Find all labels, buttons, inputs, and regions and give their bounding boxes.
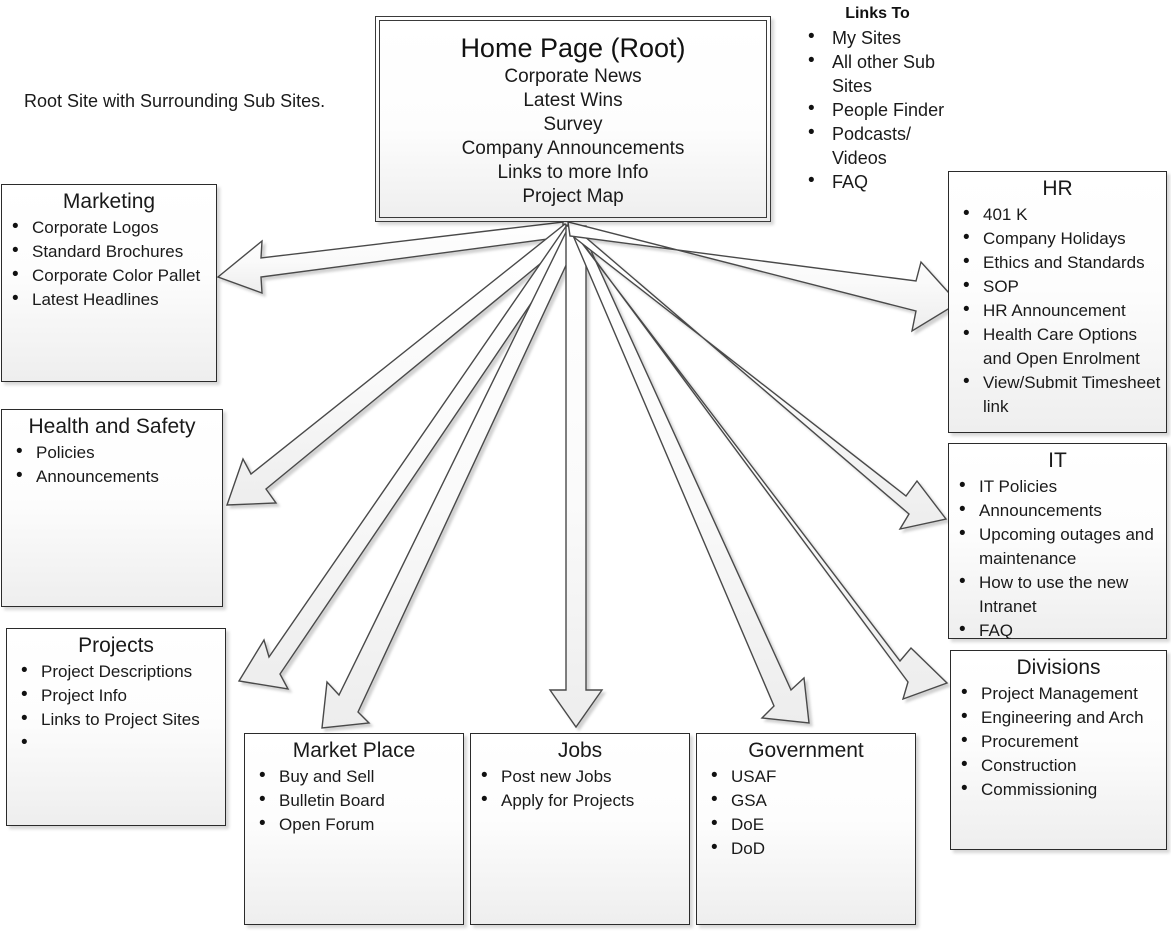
links-to-item[interactable]: People Finder	[790, 97, 965, 122]
root-line: Latest Wins	[523, 90, 623, 111]
list-item[interactable]: Commissioning	[951, 777, 1166, 802]
node-title-marketing: Marketing	[62, 190, 156, 213]
root-line: Company Announcements	[461, 138, 685, 159]
list-item[interactable]: Construction	[951, 753, 1166, 778]
node-list-projects: Project Descriptions Project Info Links …	[7, 659, 225, 755]
list-item[interactable]: GSA	[697, 788, 915, 813]
node-title-health-and-safety: Health and Safety	[28, 415, 196, 438]
list-item[interactable]: Apply for Projects	[471, 788, 689, 813]
node-title-hr: HR	[1042, 177, 1073, 200]
diagram-caption: Root Site with Surrounding Sub Sites.	[24, 91, 326, 111]
node-title-projects: Projects	[78, 634, 154, 657]
links-to-item[interactable]: All other Sub Sites	[790, 49, 965, 98]
arrow-to-government	[567, 224, 810, 724]
node-title-it: IT	[1048, 449, 1067, 472]
arrow-to-projects	[237, 223, 579, 690]
list-item[interactable]: Corporate Logos	[2, 215, 216, 240]
node-divisions[interactable]: Divisions Project Management Engineering…	[950, 650, 1167, 850]
list-item[interactable]: Corporate Color Pallet	[2, 263, 216, 288]
arrow-to-divisions	[569, 225, 949, 701]
node-health-and-safety[interactable]: Health and Safety Policies Announcements	[1, 409, 223, 607]
list-item[interactable]: Project Management	[951, 681, 1166, 706]
arrow-to-hr	[567, 221, 960, 333]
node-home-page-root-inner: Home Page (Root) Corporate News Latest W…	[379, 20, 767, 218]
node-list-government: USAF GSA DoE DoD	[697, 764, 915, 861]
node-home-page-root[interactable]: Home Page (Root) Corporate News Latest W…	[375, 16, 771, 222]
list-item[interactable]: IT Policies	[949, 474, 1166, 499]
node-title-divisions: Divisions	[1016, 656, 1101, 679]
root-line: Corporate News	[504, 66, 642, 87]
list-item[interactable]: FAQ	[949, 618, 1166, 643]
links-to-list: My Sites All other Sub Sites People Find…	[790, 25, 965, 194]
list-item[interactable]: DoE	[697, 812, 915, 837]
arrow-to-marketing	[216, 221, 564, 295]
arrow-to-it	[568, 221, 948, 531]
list-item[interactable]: Project Descriptions	[7, 659, 225, 684]
root-line: Project Map	[522, 186, 624, 207]
node-government[interactable]: Government USAF GSA DoE DoD	[696, 733, 916, 925]
arrow-to-jobs	[548, 225, 604, 729]
list-item[interactable]: Announcements	[2, 464, 222, 489]
arrow-to-health-safety	[226, 223, 575, 506]
list-item[interactable]: Policies	[2, 440, 222, 465]
list-item[interactable]: HR Announcement	[949, 298, 1166, 323]
list-item[interactable]: SOP	[949, 274, 1166, 299]
node-list-marketing: Corporate Logos Standard Brochures Corpo…	[2, 215, 216, 312]
node-list-it: IT Policies Announcements Upcoming outag…	[949, 474, 1166, 643]
list-item[interactable]: 401 K	[949, 202, 1166, 227]
list-item[interactable]: Open Forum	[245, 812, 463, 837]
list-item[interactable]: Ethics and Standards	[949, 250, 1166, 275]
node-title-government: Government	[748, 739, 864, 762]
list-item[interactable]: Post new Jobs	[471, 764, 689, 789]
list-item[interactable]: Latest Headlines	[2, 287, 216, 312]
list-item[interactable]: Health Care Options and Open Enrolment	[949, 322, 1166, 371]
node-list-divisions: Project Management Engineering and Arch …	[951, 681, 1166, 802]
root-line: Links to more Info	[497, 162, 649, 183]
node-list-health-and-safety: Policies Announcements	[2, 440, 222, 489]
list-item[interactable]: Upcoming outages and maintenance	[949, 522, 1166, 571]
node-title-market-place: Market Place	[292, 739, 416, 762]
links-to-item[interactable]: Podcasts/ Videos	[790, 121, 965, 170]
node-marketing[interactable]: Marketing Corporate Logos Standard Broch…	[1, 184, 217, 382]
list-item[interactable]: Bulletin Board	[245, 788, 463, 813]
node-it[interactable]: IT IT Policies Announcements Upcoming ou…	[948, 443, 1167, 642]
node-market-place[interactable]: Market Place Buy and Sell Bulletin Board…	[244, 733, 464, 925]
list-item[interactable]: DoD	[697, 836, 915, 861]
links-to-title: Links To	[845, 5, 910, 22]
node-hr[interactable]: HR 401 K Company Holidays Ethics and Sta…	[948, 171, 1167, 433]
links-to-item[interactable]: My Sites	[790, 25, 965, 50]
node-title-home-page: Home Page (Root)	[460, 33, 686, 63]
list-item[interactable]: Procurement	[951, 729, 1166, 754]
list-item[interactable]: How to use the new Intranet	[949, 570, 1166, 619]
node-list-market-place: Buy and Sell Bulletin Board Open Forum	[245, 764, 463, 837]
list-item[interactable]: Announcements	[949, 498, 1166, 523]
links-to-group: Links To My Sites All other Sub Sites Pe…	[790, 4, 965, 194]
node-projects[interactable]: Projects Project Descriptions Project In…	[6, 628, 226, 826]
list-item[interactable]: View/Submit Timesheet link	[949, 370, 1166, 419]
root-line: Survey	[543, 114, 603, 135]
arrow-to-marketplace	[321, 225, 583, 729]
list-item[interactable]: Standard Brochures	[2, 239, 216, 264]
list-item[interactable]: Company Holidays	[949, 226, 1166, 251]
node-list-jobs: Post new Jobs Apply for Projects	[471, 764, 689, 813]
node-jobs[interactable]: Jobs Post new Jobs Apply for Projects	[470, 733, 690, 925]
list-item[interactable]: Engineering and Arch	[951, 705, 1166, 730]
list-item[interactable]: Project Info	[7, 683, 225, 708]
node-title-jobs: Jobs	[557, 739, 603, 762]
list-item[interactable]: Buy and Sell	[245, 764, 463, 789]
list-item[interactable]: Links to Project Sites	[7, 707, 225, 732]
list-item[interactable]: USAF	[697, 764, 915, 789]
links-to-item[interactable]: FAQ	[790, 169, 965, 194]
node-list-hr: 401 K Company Holidays Ethics and Standa…	[949, 202, 1166, 419]
